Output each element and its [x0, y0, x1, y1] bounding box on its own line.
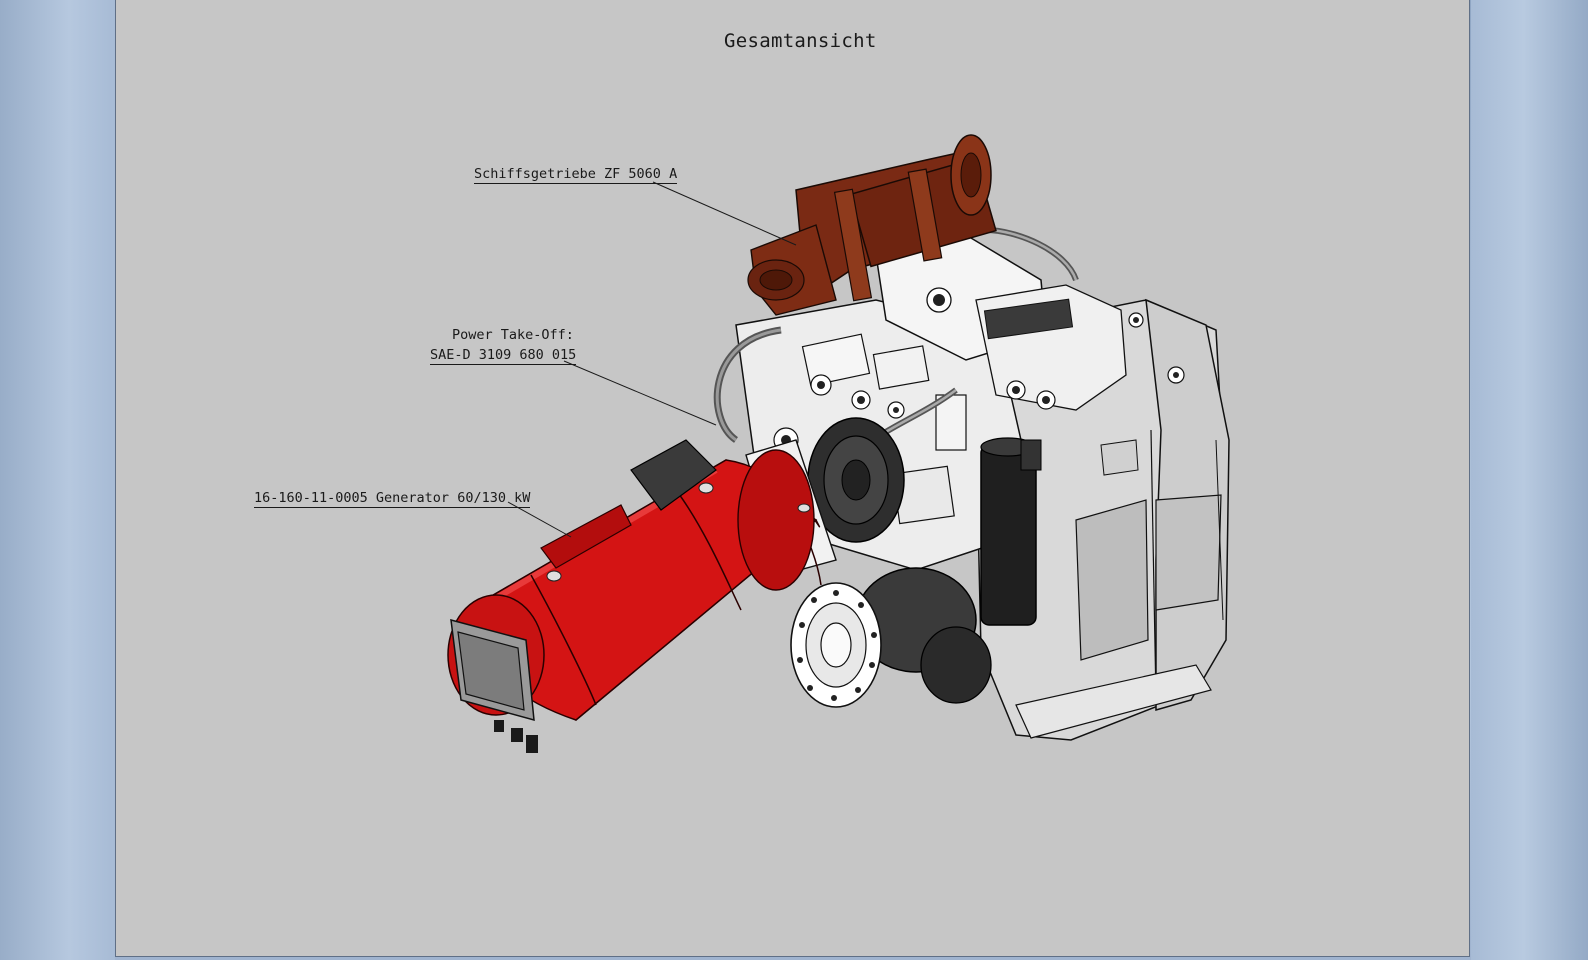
oil-cooler — [747, 134, 997, 316]
output-flange — [790, 567, 992, 708]
assembly-drawing[interactable] — [116, 0, 1471, 957]
viewport-background-left — [0, 0, 115, 960]
generator-callout-label: 16-160-11-0005 Generator 60/130 kW — [254, 490, 531, 508]
drawing-sheet[interactable]: Gesamtansicht — [115, 0, 1470, 957]
generator — [447, 439, 822, 753]
view-title: Gesamtansicht — [724, 30, 877, 52]
oil-filter — [980, 437, 1042, 626]
viewport-background-right — [1471, 0, 1588, 960]
gearbox-callout-label: Schiffsgetriebe ZF 5060 A — [474, 166, 678, 184]
pto-callout-label-line2: SAE-D 3109 680 015 — [430, 347, 577, 365]
pto-callout-label-line1: Power Take-Off: — [452, 327, 574, 343]
